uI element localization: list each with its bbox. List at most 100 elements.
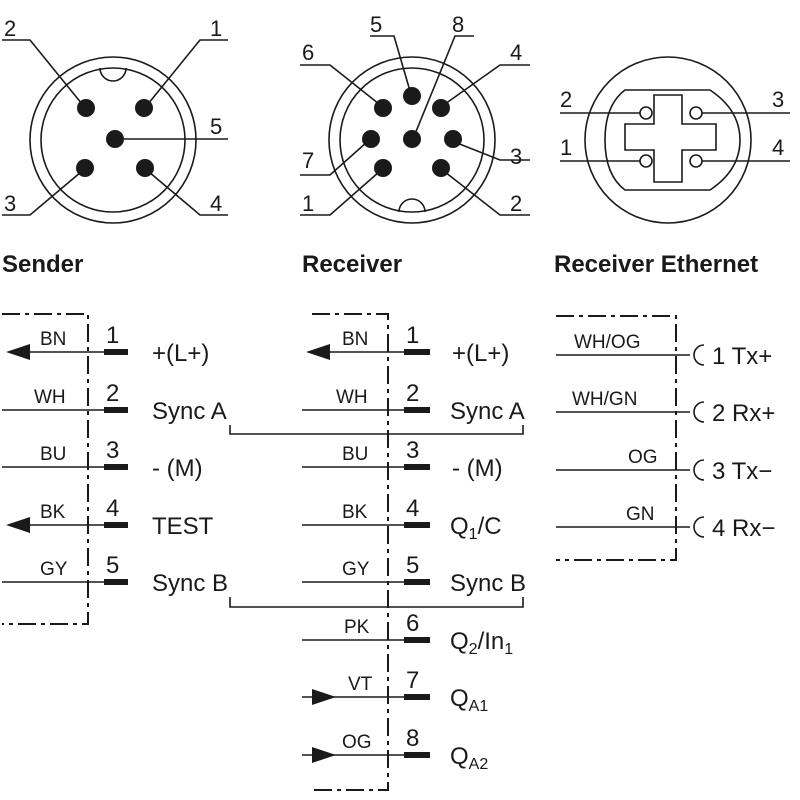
receiver-pin-3 — [444, 130, 462, 148]
receiver-pin-label: 6 — [302, 40, 314, 65]
receiver-wire-color: BU — [342, 444, 368, 465]
sender-signal: Sync A — [152, 398, 227, 425]
receiver-pin-label: 2 — [510, 191, 522, 216]
socket-contact-icon — [693, 459, 705, 481]
sender-pin-number: 5 — [106, 552, 119, 579]
ethernet-wire-color: WH/OG — [574, 332, 641, 353]
receiver-outer-ring — [328, 56, 496, 224]
receiver-wire-color: BK — [342, 502, 368, 523]
ethernet-signal: 3 Tx− — [712, 458, 772, 485]
sync-b-bus — [229, 597, 524, 608]
receiver-pin-number: 6 — [406, 610, 419, 637]
receiver-signal: QA1 — [450, 685, 488, 715]
ethernet-coding-outline — [604, 89, 741, 191]
sender-wire-color: GY — [40, 559, 68, 580]
sender-wire-color: WH — [34, 387, 66, 408]
receiver-wire-color: OG — [342, 732, 372, 753]
receiver-pin-number: 8 — [406, 725, 419, 752]
ethernet-outer-ring — [584, 56, 752, 224]
receiver-wiring: BN WH BU BK GY PK VT OG 1 2 3 4 5 6 7 8 … — [302, 313, 526, 791]
socket-contact-icon — [693, 344, 705, 366]
sender-pin-number: 3 — [106, 437, 119, 464]
receiver-connector: 6 5 8 4 7 3 1 2 — [300, 12, 530, 224]
sender-wire-color: BU — [40, 444, 66, 465]
receiver-pin-number: 1 — [406, 322, 419, 349]
ethernet-pin-label: 3 — [772, 87, 784, 112]
ethernet-connector: 2 3 1 4 — [560, 56, 790, 224]
ethernet-pin-4 — [689, 154, 703, 168]
sender-pin-5 — [106, 130, 124, 148]
receiver-signal: - (M) — [452, 455, 503, 482]
ethernet-wire-color: WH/GN — [572, 389, 637, 410]
ethernet-wire-color: OG — [628, 447, 658, 468]
receiver-wire-color: GY — [342, 559, 370, 580]
sync-a-bus — [229, 425, 524, 435]
receiver-signal: QA2 — [450, 743, 488, 773]
sender-key-notch — [99, 67, 127, 82]
sender-pin-label: 4 — [210, 191, 222, 216]
sender-pin-label: 3 — [4, 191, 16, 216]
receiver-pin-5 — [403, 87, 421, 105]
receiver-pin-number: 2 — [406, 380, 419, 407]
receiver-signal: Q1/C — [450, 513, 502, 543]
receiver-wire-color: WH — [336, 387, 368, 408]
sender-title: Sender — [2, 251, 83, 278]
sender-signal: Sync B — [152, 570, 228, 597]
receiver-pin-label: 3 — [510, 144, 522, 169]
sender-connector: 2 1 5 3 4 — [2, 16, 228, 224]
sender-wire-color: BK — [40, 502, 66, 523]
sender-housing-boundary — [2, 313, 89, 625]
sender-pin-label: 5 — [210, 114, 222, 139]
ethernet-pin-1 — [639, 154, 653, 168]
sender-pin-label: 2 — [4, 16, 16, 41]
receiver-pin-8 — [403, 130, 421, 148]
receiver-signal: +(L+) — [452, 340, 509, 367]
input-arrow-icon — [312, 747, 336, 763]
sender-wiring: BN WH BU BK GY 1 2 3 4 5 +(L+) Sync A - … — [2, 313, 228, 625]
ethernet-wire-color: GN — [626, 504, 655, 525]
sender-pin-number: 2 — [106, 380, 119, 407]
ethernet-pin-label: 4 — [772, 135, 784, 160]
ethernet-pin-label: 2 — [560, 87, 572, 112]
ethernet-signal: 1 Tx+ — [712, 343, 772, 370]
sender-inner-ring — [40, 67, 186, 213]
ethernet-signal: 2 Rx+ — [712, 400, 775, 427]
ethernet-cross-key — [624, 94, 717, 183]
receiver-signal: Q2/In1 — [450, 628, 513, 658]
receiver-key-notch — [398, 198, 426, 213]
sender-pin-number: 4 — [106, 495, 119, 522]
ethernet-pin-label: 1 — [560, 135, 572, 160]
receiver-signal: Sync B — [450, 570, 526, 597]
sender-signal: TEST — [152, 513, 214, 540]
receiver-pin-label: 1 — [302, 191, 314, 216]
output-arrow-icon — [6, 517, 30, 533]
sender-pin-label: 1 — [210, 16, 222, 41]
receiver-pin-label: 8 — [452, 12, 464, 37]
ethernet-wiring: WH/OG WH/GN OG GN 1 Tx+ 2 Rx+ 3 Tx− 4 Rx… — [556, 315, 775, 561]
receiver-pin-number: 7 — [406, 667, 419, 694]
input-arrow-icon — [312, 689, 336, 705]
receiver-housing-boundary — [312, 313, 389, 791]
sender-pin-number: 1 — [106, 322, 119, 349]
receiver-pin-7 — [362, 130, 380, 148]
receiver-pin-number: 5 — [406, 552, 419, 579]
sender-outer-ring — [29, 56, 197, 224]
receiver-pin-label: 7 — [302, 148, 314, 173]
output-arrow-icon — [306, 344, 330, 360]
receiver-pin-label: 4 — [510, 40, 522, 65]
receiver-pin-label: 5 — [370, 12, 382, 37]
socket-contact-icon — [693, 516, 705, 538]
ethernet-pin-2 — [639, 106, 653, 120]
receiver-wire-color: VT — [348, 674, 373, 695]
receiver-signal: Sync A — [450, 398, 525, 425]
receiver-title: Receiver — [302, 251, 402, 278]
ethernet-title: Receiver Ethernet — [554, 251, 758, 278]
sender-signal: +(L+) — [152, 340, 209, 367]
ethernet-housing-boundary — [556, 315, 677, 561]
sender-wire-color: BN — [40, 329, 66, 350]
receiver-wire-color: BN — [342, 329, 368, 350]
socket-contact-icon — [693, 401, 705, 423]
ethernet-pin-3 — [689, 106, 703, 120]
sync-bus-lines — [229, 425, 524, 608]
